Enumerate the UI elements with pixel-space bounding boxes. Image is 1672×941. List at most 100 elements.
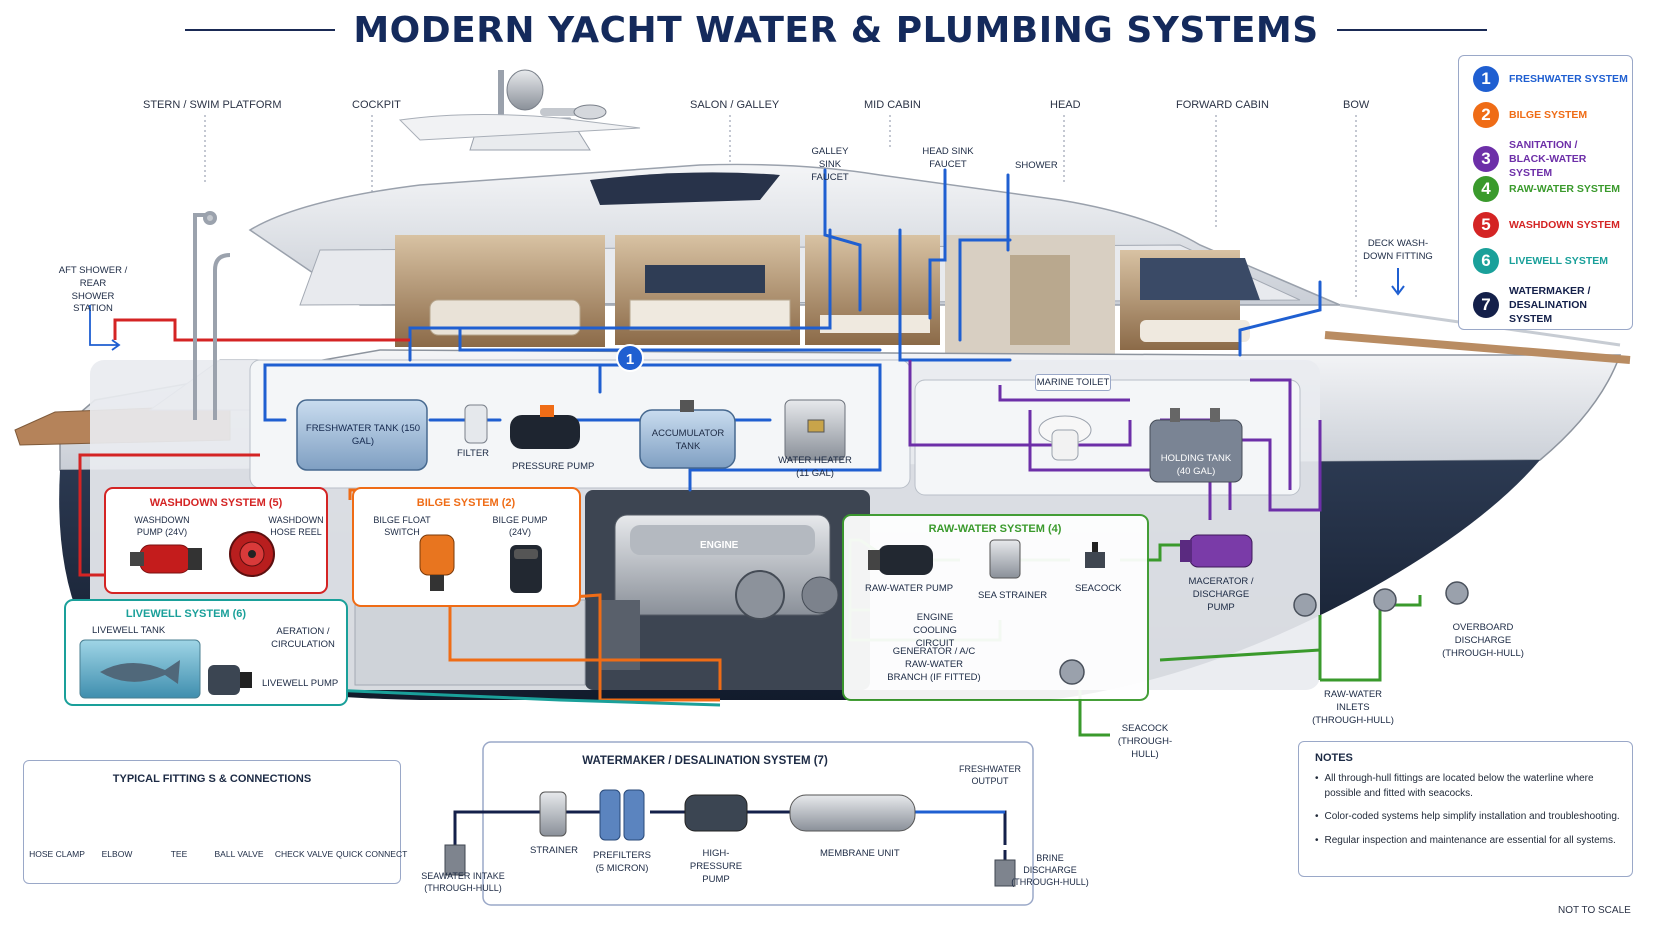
through-hull-fittings <box>1059 581 1469 685</box>
note-item: • Regular inspection and maintenance are… <box>1315 834 1627 849</box>
fitting-hose-clamp: HOSE CLAMP <box>26 845 88 859</box>
accumulator-label: ACCUMULATOR TANK <box>651 428 725 452</box>
legend-item-livewell: 6 LIVEWELL SYSTEM <box>1473 248 1608 274</box>
legend-label-5: WASHDOWN SYSTEM <box>1509 218 1620 231</box>
hose-reel-label: WASHDOWN HOSE REEL <box>268 515 324 538</box>
section-salon: SALON / GALLEY <box>690 99 780 111</box>
note-item: • All through-hull fittings are located … <box>1315 772 1627 801</box>
title-rule-right <box>1336 29 1487 31</box>
seawater-intake-label: SEAWATER INTAKE (THROUGH-HULL) <box>421 871 505 894</box>
section-head: HEAD <box>1050 99 1081 111</box>
deck-washdown-label: DECK WASH-DOWN FITTING <box>1363 238 1433 262</box>
macerator-pump-icon <box>1180 534 1253 568</box>
legend-label-6: LIVEWELL SYSTEM <box>1509 254 1608 267</box>
seacock-label: SEACOCK <box>1075 583 1122 594</box>
accumulator-tank-icon <box>639 400 736 469</box>
section-bow: BOW <box>1343 99 1370 111</box>
engine <box>600 514 839 670</box>
note-bullet: • <box>1315 835 1319 846</box>
filter-icon <box>464 404 488 444</box>
legend-item-sanitation: 3 SANITATION / BLACK-WATER SYSTEM <box>1473 138 1619 181</box>
deck-washdown-arrow <box>1391 268 1405 296</box>
washdown-pipes <box>78 318 410 577</box>
fitting-label-elbow: ELBOW <box>101 849 133 859</box>
livewell-tank-label: LIVEWELL TANK <box>92 625 166 636</box>
filter-label: FILTER <box>457 448 490 459</box>
engine-label: ENGINE <box>700 540 739 551</box>
aft-shower-fixture <box>193 211 231 420</box>
hp-pump-icon <box>684 794 748 832</box>
fitting-label-check-valve: CHECK VALVE <box>274 849 334 859</box>
pressure-pump-icon <box>510 405 580 449</box>
notes-title: NOTES <box>1315 752 1353 764</box>
pressure-pump-label: PRESSURE PUMP <box>512 461 595 472</box>
fitting-tee: TEE <box>148 845 210 859</box>
bilge-switch-label: BILGE FLOAT SWITCH <box>373 515 431 538</box>
note-item: • Color-coded systems help simplify inst… <box>1315 810 1627 825</box>
legend-num-4: 4 <box>1473 176 1499 202</box>
strainer-label: STRAINER <box>530 845 579 856</box>
overboard-label: OVERBOARD DISCHARGE (THROUGH-HULL) <box>1442 622 1524 659</box>
marine-toilet-icon <box>1038 415 1092 461</box>
watermaker-panel-title: WATERMAKER / DESALINATION SYSTEM (7) <box>582 755 828 767</box>
head-faucet-label: HEAD SINK FAUCET <box>922 146 974 170</box>
note-text-2: Color-coded systems help simplify instal… <box>1324 811 1620 822</box>
fittings-title: TYPICAL FITTING S & CONNECTIONS <box>112 773 312 785</box>
fitting-label-ball-valve: BALL VALVE <box>214 849 264 859</box>
legend-label-3: SANITATION / BLACK-WATER SYSTEM <box>1509 139 1587 180</box>
system-legend: 1 FRESHWATER SYSTEM 2 BILGE SYSTEM 3 SAN… <box>1458 55 1633 330</box>
livewell-pump-label: LIVEWELL PUMP <box>262 678 339 689</box>
diagram-title: MODERN YACHT WATER & PLUMBING SYSTEMS <box>353 9 1319 51</box>
radar-arch <box>469 69 607 151</box>
legend-item-bilge: 2 BILGE SYSTEM <box>1473 102 1587 128</box>
legend-num-1: 1 <box>1473 66 1499 92</box>
legend-num-7: 7 <box>1473 292 1499 319</box>
raw-water-pump-icon <box>868 545 933 575</box>
notes-panel: NOTES • All through-hull fittings are lo… <box>1298 741 1633 877</box>
legend-num-5: 5 <box>1473 212 1499 238</box>
brine-label: BRINE DISCHARGE (THROUGH-HULL) <box>1011 853 1089 888</box>
bilge-float-switch-icon <box>419 534 455 591</box>
legend-label-2: BILGE SYSTEM <box>1509 108 1588 121</box>
wm-strainer-icon <box>539 791 567 837</box>
section-mid-cabin: MID CABIN <box>864 99 921 111</box>
bilge-pump-label: BILGE PUMP (24V) <box>492 515 548 538</box>
generator-label: GENERATOR / A/C RAW-WATER BRANCH (IF FIT… <box>887 646 981 683</box>
water-heater-icon <box>784 399 846 461</box>
freshwater-badge-circle <box>616 344 644 372</box>
legend-item-freshwater: 1 FRESHWATER SYSTEM <box>1473 66 1628 92</box>
legend-num-6: 6 <box>1473 248 1499 274</box>
freshwater-tank-label: FRESHWATER TANK (150 GAL) <box>305 423 421 447</box>
raw-water-panel-title: RAW-WATER SYSTEM (4) <box>929 523 1062 535</box>
legend-label-1: FRESHWATER SYSTEM <box>1509 72 1628 85</box>
not-to-scale-label: NOT TO SCALE <box>1558 905 1631 916</box>
brine-discharge-icon <box>994 859 1016 887</box>
seacock-hull-label: SEACOCK (THROUGH-HULL) <box>1117 723 1173 760</box>
holding-tank-icon <box>1149 408 1243 483</box>
washdown-panel-title: WASHDOWN SYSTEM (5) <box>150 497 283 509</box>
note-bullet: • <box>1315 811 1319 822</box>
washdown-pump-label: WASHDOWN PUMP (24V) <box>134 515 190 538</box>
freshwater-badge: 1 <box>626 351 634 368</box>
legend-label-4: RAW-WATER SYSTEM <box>1509 182 1621 195</box>
legend-item-washdown: 5 WASHDOWN SYSTEM <box>1473 212 1620 238</box>
fitting-label-tee: TEE <box>170 849 188 859</box>
macerator-label: MACERATOR / DISCHARGE PUMP <box>1188 576 1254 613</box>
legend-item-raw-water: 4 RAW-WATER SYSTEM <box>1473 176 1620 202</box>
hose-reel-icon <box>229 531 275 577</box>
sea-strainer-icon <box>989 539 1021 579</box>
aft-shower-arrow <box>89 305 121 351</box>
fw-output-label: FRESHWATER OUTPUT <box>959 764 1021 787</box>
raw-inlets-label: RAW-WATER INLETS (THROUGH-HULL) <box>1312 689 1394 726</box>
marine-toilet-label: MARINE TOILET <box>1035 374 1111 391</box>
freshwater-pipes <box>263 168 1322 492</box>
hp-pump-label: HIGH-PRESSURE PUMP <box>689 848 743 885</box>
legend-num-2: 2 <box>1473 102 1499 128</box>
prefilters-icon <box>599 789 645 841</box>
livewell-tank-icon <box>79 639 201 699</box>
seawater-intake-icon <box>444 844 466 876</box>
aeration-label: AERATION / CIRCULATION <box>271 626 335 650</box>
bilge-panel-title: BILGE SYSTEM (2) <box>417 497 516 509</box>
seacock-valve-icon <box>1085 542 1105 568</box>
sea-strainer-label: SEA STRAINER <box>978 590 1048 601</box>
